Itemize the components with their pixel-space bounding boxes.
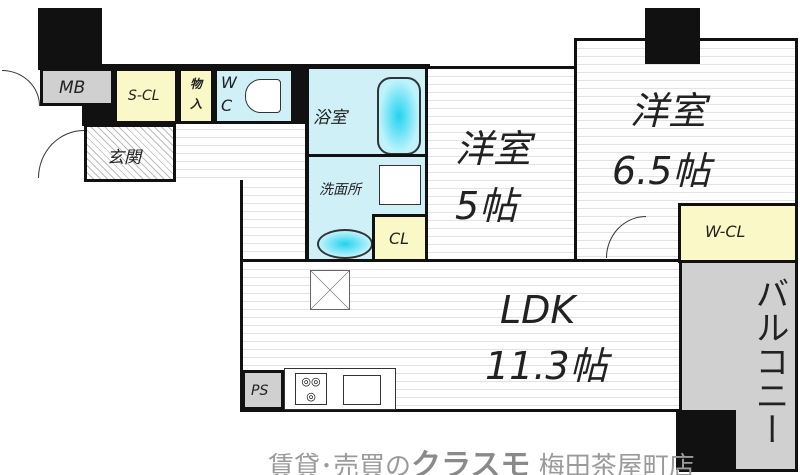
pillar-top-left: [38, 8, 102, 70]
pillar-top-right: [645, 8, 700, 64]
mb-room: MB: [40, 68, 114, 106]
mb-door: [2, 70, 40, 106]
watermark: 賃貸･売買のクラスモ 梅田茶屋町店: [268, 448, 695, 475]
toilet-icon: [245, 79, 281, 113]
ldk-size: 11.3帖: [485, 344, 608, 388]
western-room-5: [425, 66, 577, 262]
cl-closet: CL: [372, 214, 428, 262]
front-door: [38, 130, 84, 178]
western-65-size: 6.5帖: [612, 149, 711, 193]
western-65-name: 洋室: [630, 89, 707, 133]
wc-room: W C: [214, 68, 294, 124]
corridor-floor: [240, 180, 308, 270]
entrance-genkan: 玄関: [84, 124, 176, 182]
skylight-box: [310, 270, 350, 310]
kitchen-counter: ◎◎◎: [284, 368, 396, 410]
washing-machine-icon: [379, 165, 421, 205]
bathtub-icon: [377, 77, 421, 155]
w-cl-closet: W-CL: [678, 203, 798, 263]
wall-top: [100, 64, 430, 69]
balcony-label: バルコニー: [749, 276, 789, 446]
hallway-floor: [175, 122, 308, 182]
ps-space: PS: [242, 370, 284, 410]
bath-room: 浴室: [306, 66, 428, 157]
sink-icon: [317, 229, 373, 259]
storage-closet: 物 入: [178, 68, 214, 124]
pillar-bottom-right: [676, 410, 736, 470]
kitchen-sink-icon: [343, 375, 381, 405]
wall-entrance: [82, 104, 114, 126]
western-5-name: 洋室: [455, 127, 532, 171]
s-cl-closet: S-CL: [114, 68, 178, 124]
ldk-name: LDK: [500, 288, 576, 332]
wall-bath-divider: [293, 66, 308, 124]
western-5-size: 5帖: [455, 184, 518, 228]
stove-icon: ◎◎◎: [295, 373, 327, 405]
